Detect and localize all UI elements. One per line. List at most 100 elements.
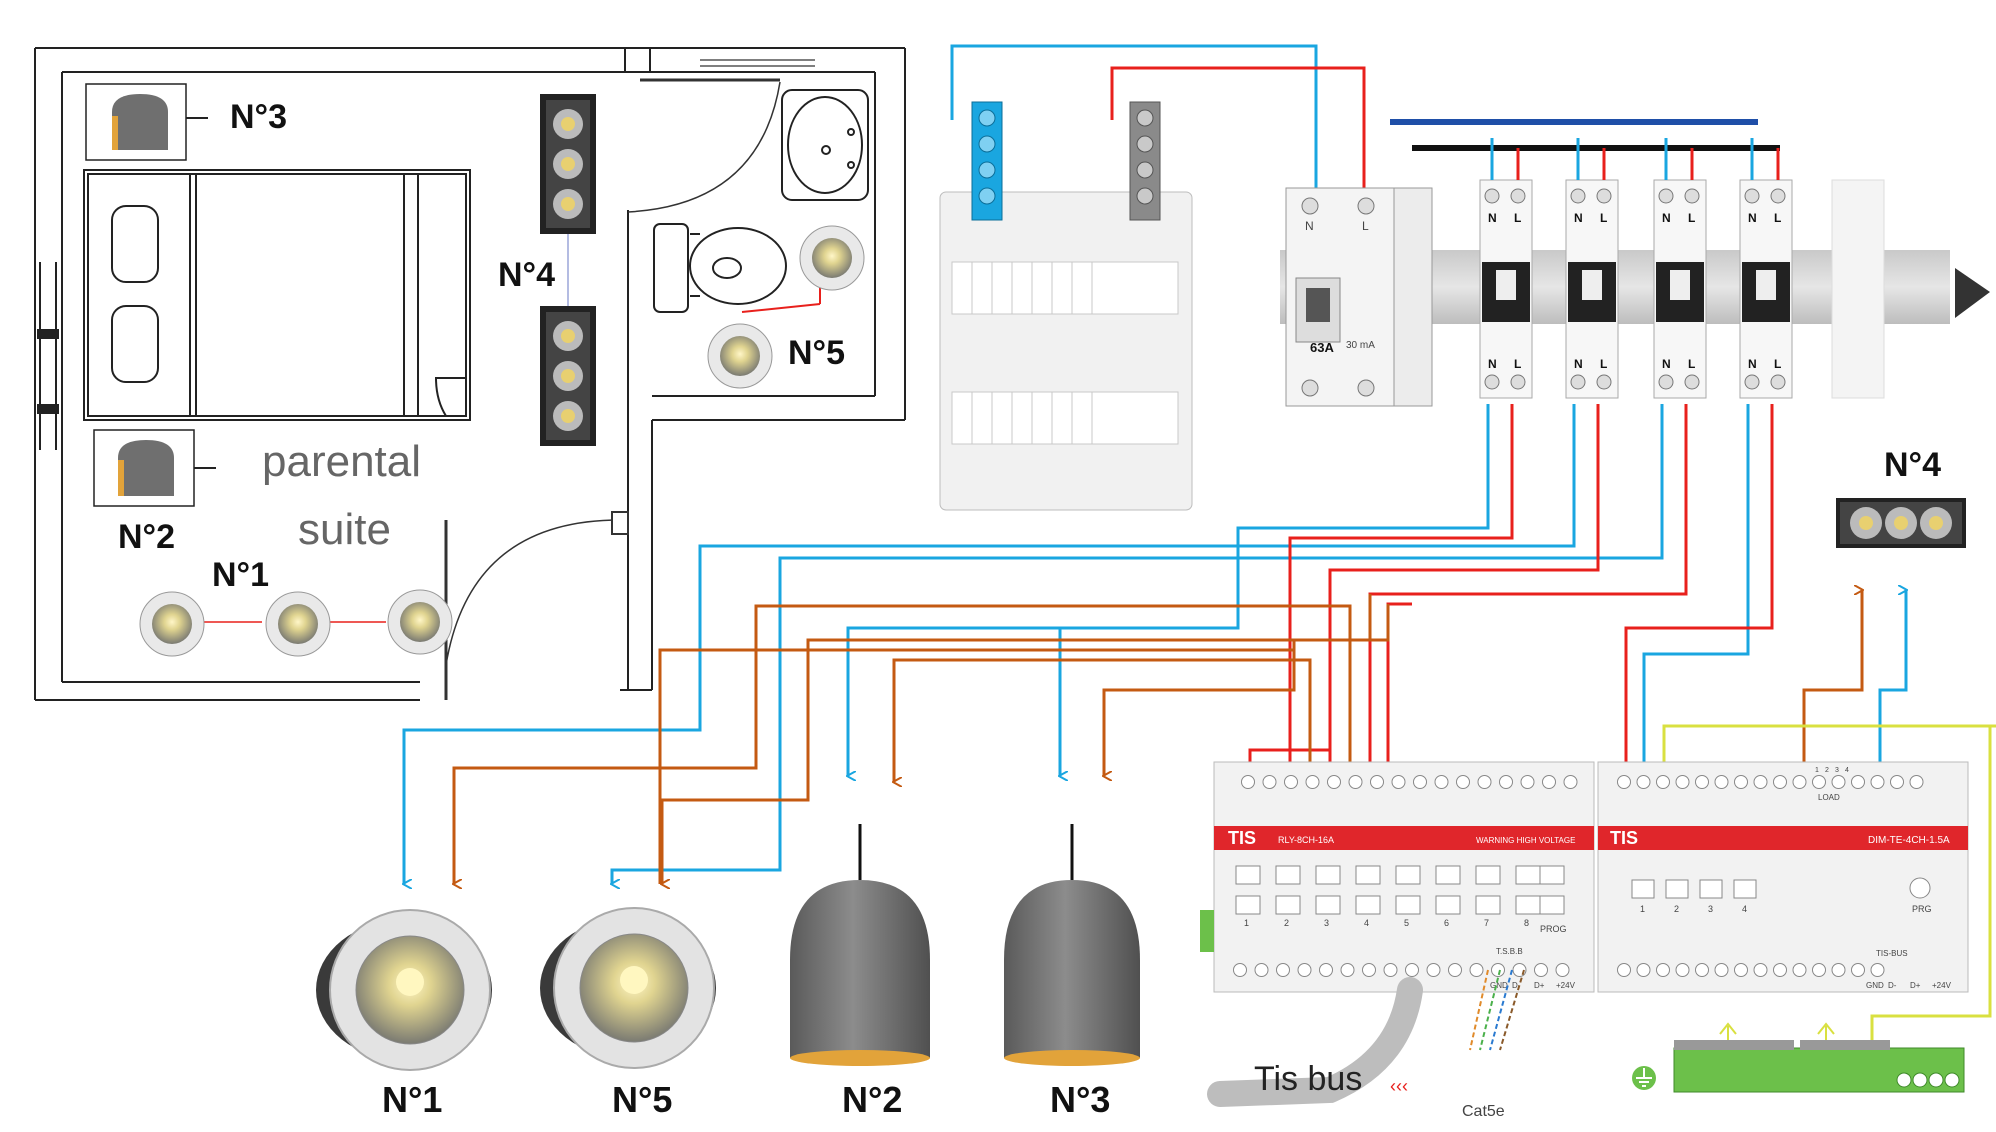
distribution-enclosure [939, 191, 1193, 511]
rcd-sensitivity: 30 mA [1346, 340, 1375, 351]
dimmer-key-3 [1699, 879, 1723, 899]
fixture-label-2: N°5 [612, 1079, 672, 1120]
mcb-terminal-l: L [1688, 357, 1695, 371]
plan-label-n1: N°1 [212, 556, 269, 594]
cable-type-label: Cat5e [1462, 1103, 1505, 1120]
dimmer-channel-label: 3 [1708, 904, 1713, 914]
mcb-terminal-l: L [1688, 211, 1695, 225]
relay-key-5 [1395, 865, 1421, 885]
relay-model: RLY-8CH-16A [1278, 835, 1334, 845]
relay-terminal [1456, 775, 1470, 789]
relay-channel-label: 6 [1444, 918, 1449, 928]
dimmer-brand: TIS [1610, 828, 1638, 848]
relay-terminal [1262, 775, 1277, 789]
relay-terminal [1434, 775, 1449, 789]
mcb-terminal-n: N [1488, 357, 1497, 371]
mcb-terminal-l: L [1774, 357, 1781, 371]
dimmer-channel-label: 2 [1674, 904, 1679, 914]
relay-bus-pin: GND [1490, 981, 1508, 990]
live-terminal-block [1129, 101, 1161, 221]
spare-module [1831, 179, 1885, 399]
dimmer-key-4 [1733, 879, 1757, 899]
rcd-rating: 63A [1310, 340, 1334, 355]
relay-terminal [1284, 775, 1298, 789]
plan-grille-n4-top [540, 94, 596, 234]
relay-bus-pin: D+ [1534, 981, 1545, 990]
dimmer-terminal [1909, 775, 1924, 789]
relay-terminal [1499, 775, 1513, 789]
dimmer-load-label: LOAD [1818, 793, 1840, 802]
bus-chevron-icon: ‹‹‹ [1390, 1076, 1408, 1096]
svg-text:N: N [1305, 219, 1314, 233]
fixture-pendant-n3 [1004, 824, 1140, 1066]
relay-key-8 [1515, 865, 1541, 885]
supply-neutral-wire [950, 44, 1318, 192]
relay-prog-label: PROG [1540, 924, 1567, 934]
relay-key-1 [1235, 865, 1261, 885]
fixture-label-1: N°1 [382, 1079, 442, 1120]
dimmer-bus-pin: GND [1866, 981, 1884, 990]
relay-terminal [1563, 775, 1578, 789]
bed [83, 169, 471, 421]
fixture-label-4: N°3 [1050, 1079, 1110, 1120]
rail-arrow-icon [1955, 268, 1990, 318]
svg-text:L: L [1362, 219, 1369, 233]
fixture-downlight-n5 [540, 907, 716, 1069]
dimmer-terminal [1831, 775, 1846, 789]
relay-terminal [1348, 775, 1363, 789]
mcb-terminal-n: N [1662, 211, 1671, 225]
relay-channel-label: 2 [1284, 918, 1289, 928]
bus-cable: Cat5e ‹‹‹ [1207, 969, 1525, 1120]
dimmer-terminal [1870, 775, 1885, 789]
relay-channel-label: 7 [1484, 918, 1489, 928]
plan-label-n4: N°4 [498, 256, 555, 294]
dimmer-bus-pin: D+ [1910, 981, 1921, 990]
mcb-terminal-n: N [1748, 357, 1757, 371]
relay-terminal [1477, 775, 1492, 789]
relay-channel-label: 5 [1404, 918, 1409, 928]
supply-live-wire [1110, 66, 1366, 192]
relay-brand: TIS [1228, 828, 1256, 848]
bathroom-fixtures [653, 89, 869, 313]
dimmer-terminal [1617, 775, 1631, 789]
dimmer-terminal [1792, 775, 1807, 789]
plan-downlights-n1 [139, 589, 453, 657]
dimmer-load-channel: 3 [1835, 767, 1839, 774]
mcb-terminal-n: N [1488, 211, 1497, 225]
dimmer-terminal [1675, 775, 1690, 789]
relay-terminal [1413, 775, 1427, 789]
relay-key-3 [1315, 865, 1341, 885]
relay-terminal [1391, 775, 1406, 789]
bus-label: Tis bus [1254, 1060, 1362, 1098]
mcb-terminal-n: N [1748, 211, 1757, 225]
dimmer-bus-label: TIS-BUS [1876, 949, 1908, 958]
fixture-n4-grille [1836, 498, 1966, 548]
dimmer-terminal [1695, 775, 1709, 789]
mcb-terminal-n: N [1574, 211, 1583, 225]
plan-label-n3: N°3 [230, 98, 287, 136]
relay-channel-label: 4 [1364, 918, 1369, 928]
dimmer-key-2 [1665, 879, 1689, 899]
dimmer-terminal [1714, 775, 1729, 789]
dimmer-terminal [1773, 775, 1787, 789]
relay-terminal [1327, 775, 1341, 789]
dimmer-channel-label: 1 [1640, 904, 1645, 914]
dimmer-key-1 [1631, 879, 1655, 899]
dimmer-terminal [1656, 775, 1670, 789]
fixture-pendant-n2 [790, 824, 930, 1066]
relay-bus-pin: +24V [1556, 981, 1576, 990]
fixture-label-3: N°2 [842, 1079, 902, 1120]
dimmer-model: DIM-TE-4CH-1.5A [1868, 835, 1950, 846]
dimmer-load-channel: 4 [1845, 767, 1849, 774]
relay-terminal [1305, 775, 1320, 789]
relay-channel-label: 8 [1524, 918, 1529, 928]
relay-terminal [1520, 775, 1535, 789]
room-label-line2: suite [298, 505, 391, 554]
relay-terminal [1370, 775, 1384, 789]
relay-prog-button [1539, 895, 1565, 915]
